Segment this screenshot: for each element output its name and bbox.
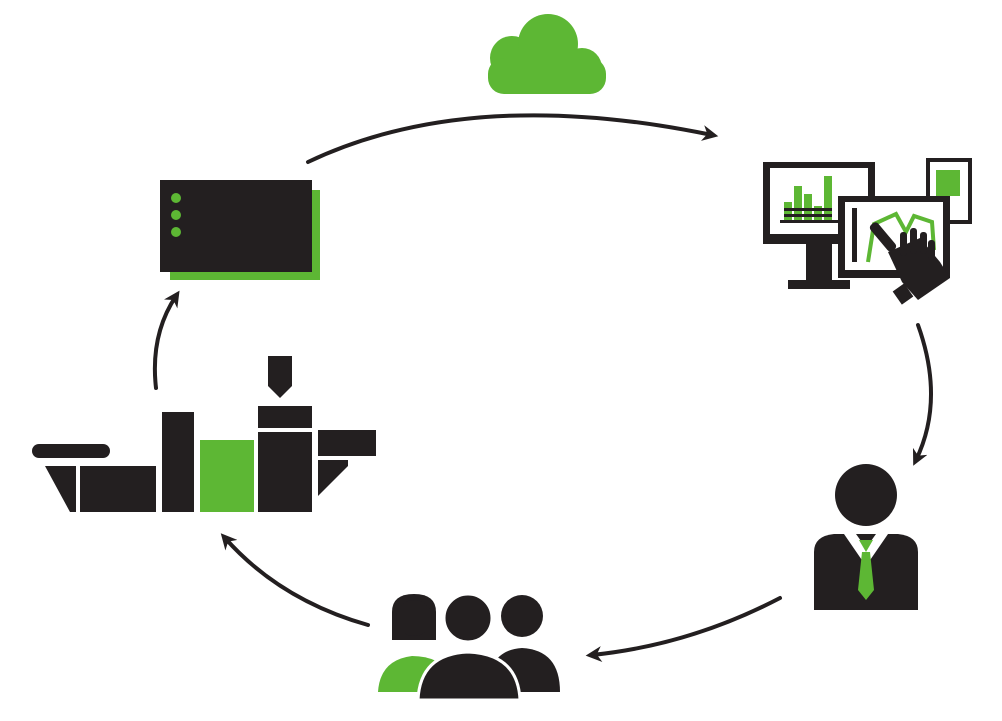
arrow-controller-to-monitoring bbox=[306, 113, 719, 164]
arrow-team-to-machine bbox=[220, 533, 370, 627]
cloud-icon bbox=[488, 14, 606, 94]
controller-box-icon bbox=[160, 180, 320, 280]
cycle-arrows bbox=[152, 113, 933, 662]
manager-person-icon bbox=[814, 464, 918, 610]
bar-chart-graphic bbox=[780, 176, 838, 223]
touch-hand-icon bbox=[869, 222, 950, 305]
injection-molding-machine-icon bbox=[32, 356, 376, 512]
monitoring-screens-icon bbox=[763, 158, 972, 305]
team-group-icon bbox=[378, 592, 560, 702]
arrow-monitoring-to-manager bbox=[912, 323, 933, 466]
arrow-machine-to-controller bbox=[152, 290, 180, 390]
arrow-manager-to-team bbox=[585, 596, 782, 662]
